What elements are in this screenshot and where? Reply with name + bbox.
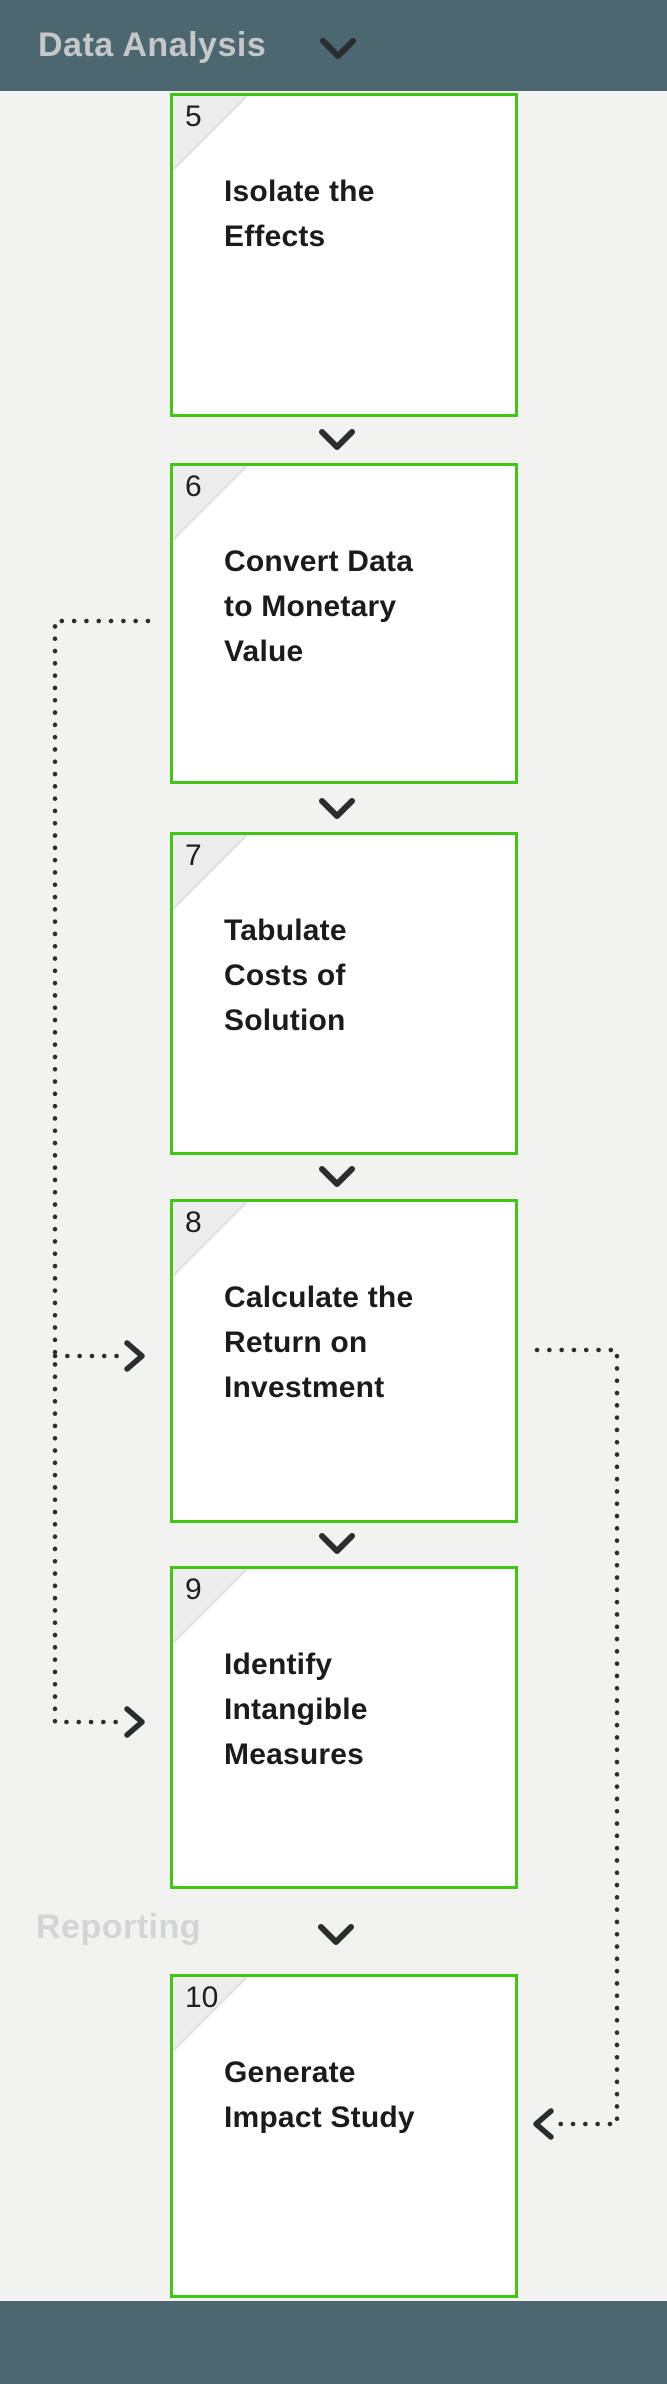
step-number: 6 [185,470,202,503]
step-title: Isolate the Effects [224,175,375,253]
process-step-8: 8 Calculate the Return on Investment [170,1199,518,1523]
flow-chevron-down-icon [319,429,355,450]
process-step-6: 6 Convert Data to Monetary Value [170,463,518,784]
step-number: 8 [185,1206,202,1239]
corner-fold [173,1569,247,1643]
corner-fold [173,1977,247,2051]
corner-fold [173,96,247,170]
step-number: 10 [185,1981,219,2014]
section-title-reporting: Reporting [36,1908,202,1946]
section-header-data-analysis: Data Analysis [0,0,667,91]
corner-fold [173,466,247,540]
flow-chevron-down-icon [319,1533,355,1554]
step-title: Generate Impact Study [224,2056,415,2134]
step-title: Tabulate Costs of Solution [224,914,347,1037]
arrow-left-icon [533,2108,554,2140]
corner-fold [173,1202,247,1276]
process-step-7: 7 Tabulate Costs of Solution [170,832,518,1155]
chevron-down-icon[interactable] [317,1923,355,1947]
flow-chevron-down-icon [319,1166,355,1187]
step-number: 9 [185,1573,202,1606]
step-title: Convert Data to Monetary Value [224,545,414,668]
step-number: 7 [185,839,202,872]
bottom-section-bar [0,2301,667,2384]
arrow-right-icon [124,1340,145,1372]
flow-chevron-down-icon [319,798,355,819]
step-title: Calculate the Return on Investment [224,1281,414,1404]
step-title: Identify Intangible Measures [224,1648,368,1771]
arrow-right-icon [124,1706,145,1738]
process-step-9: 9 Identify Intangible Measures [170,1566,518,1889]
chevron-down-icon[interactable] [319,37,357,61]
section-title-data-analysis: Data Analysis [38,26,267,64]
step-number: 5 [185,100,202,133]
process-step-5: 5 Isolate the Effects [170,93,518,417]
corner-fold [173,835,247,909]
process-step-10: 10 Generate Impact Study [170,1974,518,2298]
